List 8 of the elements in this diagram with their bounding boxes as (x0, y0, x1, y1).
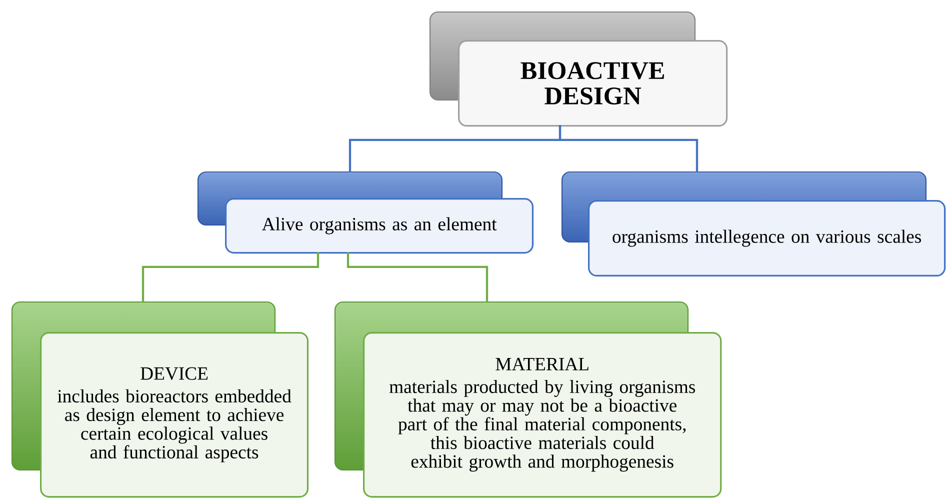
connector-line (558, 125, 698, 172)
process-box: BIOACTIVE DESIGN (429, 11, 728, 127)
process-box: Alive organisms as an element (197, 171, 534, 254)
connector-line (346, 252, 488, 302)
process-box: MATERIAL materials producted by living organisms that may or may not be a bioactive part of the final material components, this bioactive materials could exhibit growth and morphogenesis (334, 301, 722, 498)
connector-line (142, 252, 320, 302)
process-box: organisms intellegence on various scales (561, 171, 946, 277)
process-box: DEVICE includes bioreactors embedded as design element to achieve certain ecological values and functional aspects (11, 301, 309, 498)
